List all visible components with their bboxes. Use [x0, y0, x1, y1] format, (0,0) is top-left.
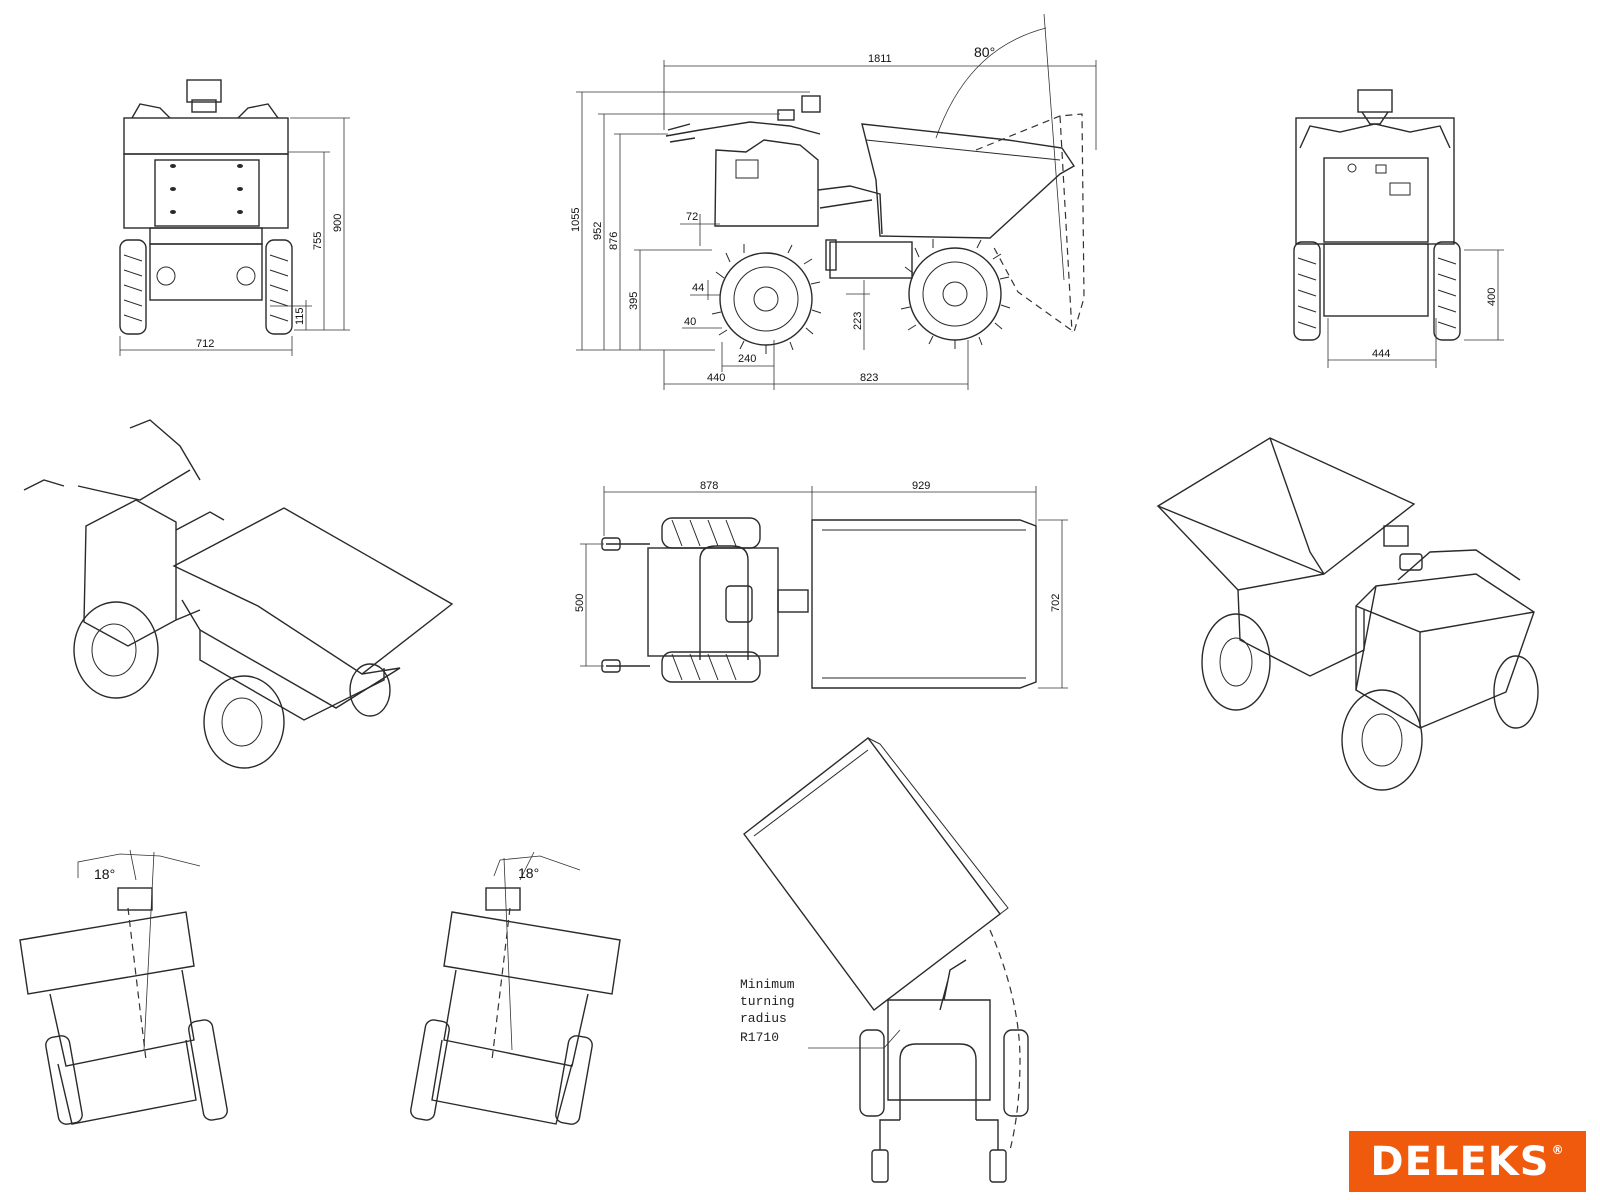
turning-label-radius: R1710 [740, 1030, 779, 1045]
turning-label-line2: turning [740, 994, 795, 1009]
turning-view: Minimum turning radius R1710 [740, 737, 1029, 1183]
angle-80: 80° [974, 44, 995, 60]
dim-400: 400 [1486, 288, 1498, 306]
dim-900: 900 [332, 214, 344, 232]
rear-view: 444 400 [1293, 89, 1504, 368]
angle-18-left: 18° [94, 866, 115, 882]
dim-500: 500 [574, 594, 586, 612]
dim-929: 929 [912, 480, 930, 492]
dim-712: 712 [196, 338, 214, 350]
deleks-logo: DELEKS® [1349, 1131, 1586, 1192]
logo-text: DELEKS [1370, 1138, 1550, 1185]
side-view: 80° 1811 1055 952 876 395 72 44 40 223 2… [570, 13, 1097, 390]
dim-823: 823 [860, 372, 878, 384]
dim-115: 115 [294, 307, 306, 325]
dim-40: 40 [684, 316, 696, 328]
turning-label-line3: radius [740, 1011, 787, 1026]
tilt-view-left: 18° [19, 849, 228, 1125]
dim-72: 72 [686, 211, 698, 223]
iso-view-right [1156, 437, 1539, 791]
dim-702: 702 [1050, 594, 1062, 612]
dim-952: 952 [592, 222, 604, 240]
dim-395: 395 [628, 292, 640, 310]
dim-1055: 1055 [570, 208, 582, 232]
dim-240: 240 [738, 353, 756, 365]
front-view: 712 900 755 115 [119, 79, 350, 356]
dim-223: 223 [852, 312, 864, 330]
dim-876: 876 [608, 232, 620, 250]
logo-registered-mark: ® [1551, 1142, 1565, 1157]
turning-label-line1: Minimum [740, 977, 795, 992]
tilt-view-right: 18° [410, 851, 621, 1125]
dim-440: 440 [707, 372, 725, 384]
dim-444: 444 [1372, 348, 1390, 360]
iso-view-left [23, 419, 454, 769]
angle-18-right: 18° [518, 865, 539, 881]
dim-878: 878 [700, 480, 718, 492]
dim-1811: 1811 [868, 53, 892, 65]
dim-755: 755 [312, 232, 324, 250]
dim-44: 44 [692, 282, 704, 294]
top-view: 878 929 500 702 [574, 480, 1068, 689]
